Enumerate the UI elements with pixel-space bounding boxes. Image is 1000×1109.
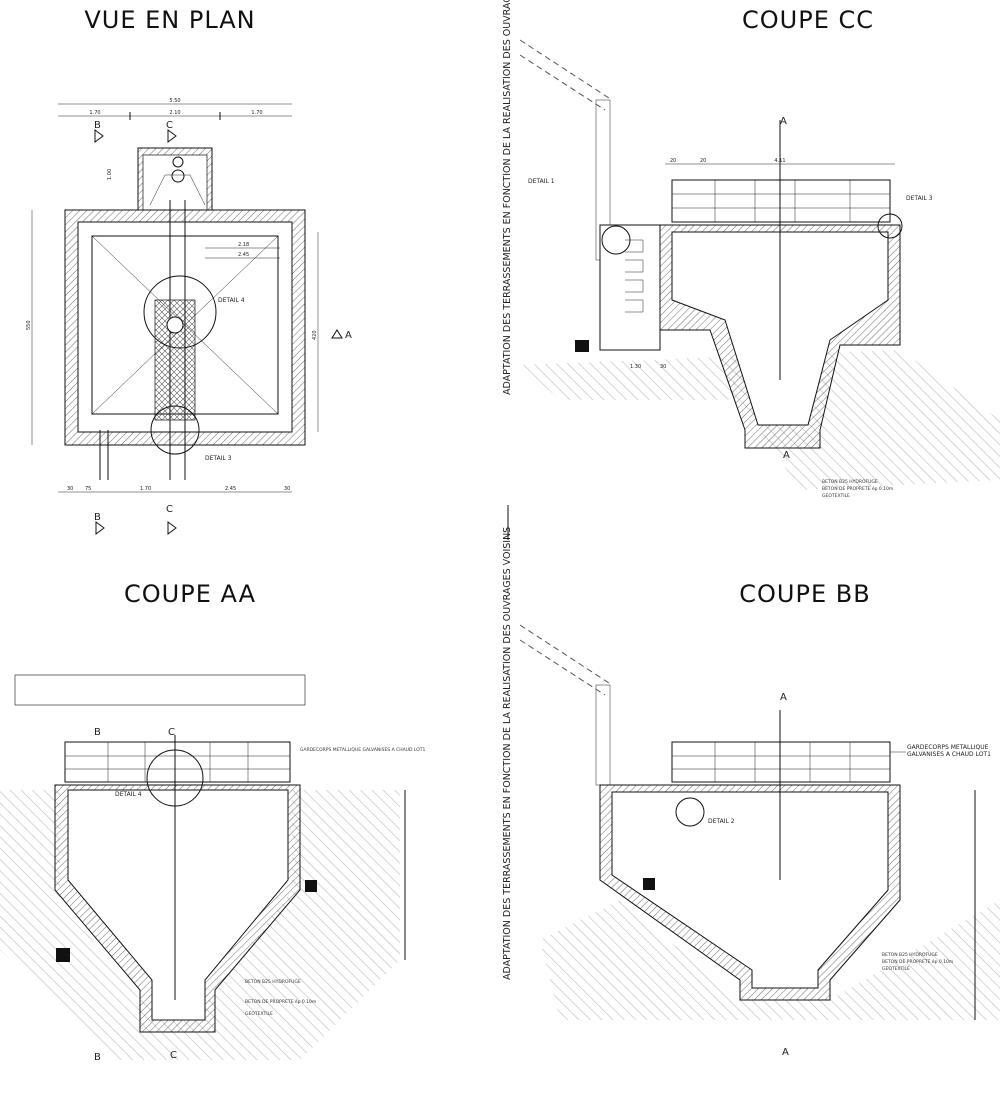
coupe-bb-view: DETAIL 2 GARDECORPS METALLIQUE GALVANISE… [519,624,1000,1058]
aa-marker-b-bottom: B [94,1052,101,1063]
coupe-cc-title: COUPE CC [742,6,874,34]
bb-note-gardecorps: GARDECORPS METALLIQUE GALVANISES A CHAUD… [907,744,991,758]
bb-note-beton: BETON B25 HYDROFUGE [882,952,938,958]
aa-note-geotextile: GEOTEXTILE [245,1011,273,1017]
plan-detail-3: DETAIL 3 [205,455,232,462]
cc-note-geotextile: GEOTEXTILE [822,493,850,499]
coupe-aa-title: COUPE AA [124,580,256,608]
cc-marker-a-top: A [780,116,787,127]
aa-note-proprete: BETON DE PROPRETE ép 0.10m [245,998,316,1005]
aa-marker-c-bottom: C [170,1050,177,1061]
dim-right: 1.70 [251,110,262,116]
dim-b5: 30 [284,486,290,492]
bb-note-proprete: BETON DE PROPRETE ép 0.10m [882,958,953,965]
dim-chamber: 1.00 [107,169,113,180]
side-note-top: ADAPTATION DES TERRASSEMENTS EN FONCTION… [502,0,513,395]
cc-detail-3: DETAIL 3 [906,195,933,202]
plan-title: VUE EN PLAN [84,6,255,34]
dim-d2: 2.45 [238,252,249,258]
marker-b-top: B [94,120,101,131]
dim-total: 5.50 [169,98,180,104]
coupe-cc-view: 4.11 20 20 1.30 30 DETAIL 1 DETAIL 3 BET… [519,39,1000,499]
cc-dim-20b: 20 [700,158,706,164]
cc-dim-130: 1.30 [630,364,641,370]
marker-c-top: C [166,120,173,131]
cc-detail-1: DETAIL 1 [528,178,555,185]
cc-marker-a-bottom: A [783,450,790,461]
dim-b3: 1.70 [140,486,151,492]
plan-view: 5.50 1.70 2.10 1.70 1.00 DETAIL 4 DETAIL… [26,98,352,535]
aa-note-beton: BETON B25 HYDROFUGE [245,979,301,985]
side-note-bottom: ADAPTATION DES TERRASSEMENTS EN FONCTION… [502,527,513,980]
aa-marker-b-top: B [94,727,101,738]
cc-dim-top: 4.11 [774,158,785,164]
dim-height: 550 [26,320,32,330]
bb-note-geotextile: GEOTEXTILE [882,966,910,972]
bb-marker-a-bottom: A [782,1047,789,1058]
bb-detail-2: DETAIL 2 [708,818,735,825]
dim-b4: 2.45 [225,486,236,492]
dim-b1: 30 [67,486,73,492]
marker-a-right: A [345,330,352,341]
marker-c-bottom: C [166,504,173,515]
aa-detail-4: DETAIL 4 [115,791,142,798]
cc-note-beton: BETON B25 HYDROFUGE [822,479,878,485]
aa-note-gardecorps: GARDECORPS METALLIQUE GALVANISES A CHAUD… [300,747,426,753]
plan-detail-4: DETAIL 4 [218,297,245,304]
dim-left: 1.70 [89,110,100,116]
bb-marker-a-top: A [780,692,787,703]
cc-dim-30: 30 [660,364,666,370]
dim-b2: 75 [85,486,91,492]
cc-dim-20a: 20 [670,158,676,164]
aa-marker-c-top: C [168,727,175,738]
cc-note-proprete: BETON DE PROPRETE ép 0.10m [822,485,893,492]
coupe-bb-title: COUPE BB [739,580,870,608]
dim-d1: 2.18 [238,242,249,248]
marker-b-bottom: B [94,512,101,523]
dim-right-h: 420 [312,330,318,340]
dim-mid: 2.10 [169,110,180,116]
coupe-aa-view: DETAIL 4 GARDECORPS METALLIQUE GALVANISE… [0,674,426,1063]
